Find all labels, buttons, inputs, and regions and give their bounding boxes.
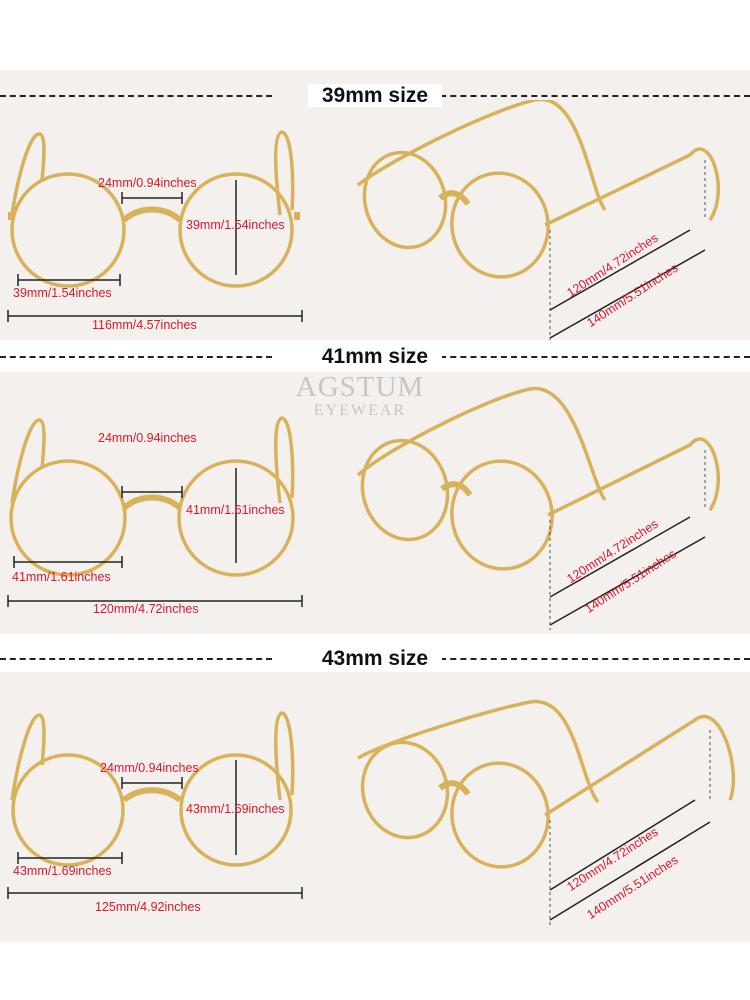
divider-right (430, 658, 750, 660)
lens-height-label: 43mm/1.69inches (186, 802, 285, 816)
side-view-glasses (350, 385, 750, 635)
lens-height-label: 41mm/1.61inches (186, 503, 285, 517)
section-title: 39mm size (0, 84, 750, 108)
bridge-label: 24mm/0.94inches (98, 176, 197, 190)
front-view-glasses (0, 705, 320, 925)
front-view-glasses (0, 408, 320, 628)
divider-left (0, 658, 272, 660)
total-width-label: 125mm/4.92inches (95, 900, 201, 914)
divider-right (430, 95, 750, 97)
brand-watermark: AGSTUM EYEWEAR (270, 372, 450, 420)
divider-left (0, 356, 272, 358)
divider-right (430, 356, 750, 358)
side-view-glasses (350, 97, 750, 345)
bridge-label: 24mm/0.94inches (98, 431, 197, 445)
total-width-label: 116mm/4.57inches (92, 318, 197, 332)
section-title: 43mm size (0, 647, 750, 671)
bridge-label: 24mm/0.94inches (100, 761, 199, 775)
lens-width-label: 43mm/1.69inches (13, 864, 112, 878)
side-view-glasses (350, 690, 750, 935)
front-view-glasses (0, 120, 320, 345)
section-title: 41mm size (0, 345, 750, 369)
section-band-2 (0, 372, 750, 634)
brand-name: AGSTUM (295, 371, 425, 403)
divider-left (0, 95, 272, 97)
lens-height-label: 39mm/1.54inches (186, 218, 285, 232)
brand-tagline: EYEWEAR (313, 402, 407, 419)
total-width-label: 120mm/4.72inches (93, 602, 199, 616)
lens-width-label: 39mm/1.54inches (13, 286, 112, 300)
lens-width-label: 41mm/1.61inches (12, 570, 111, 584)
section-band-3 (0, 672, 750, 942)
